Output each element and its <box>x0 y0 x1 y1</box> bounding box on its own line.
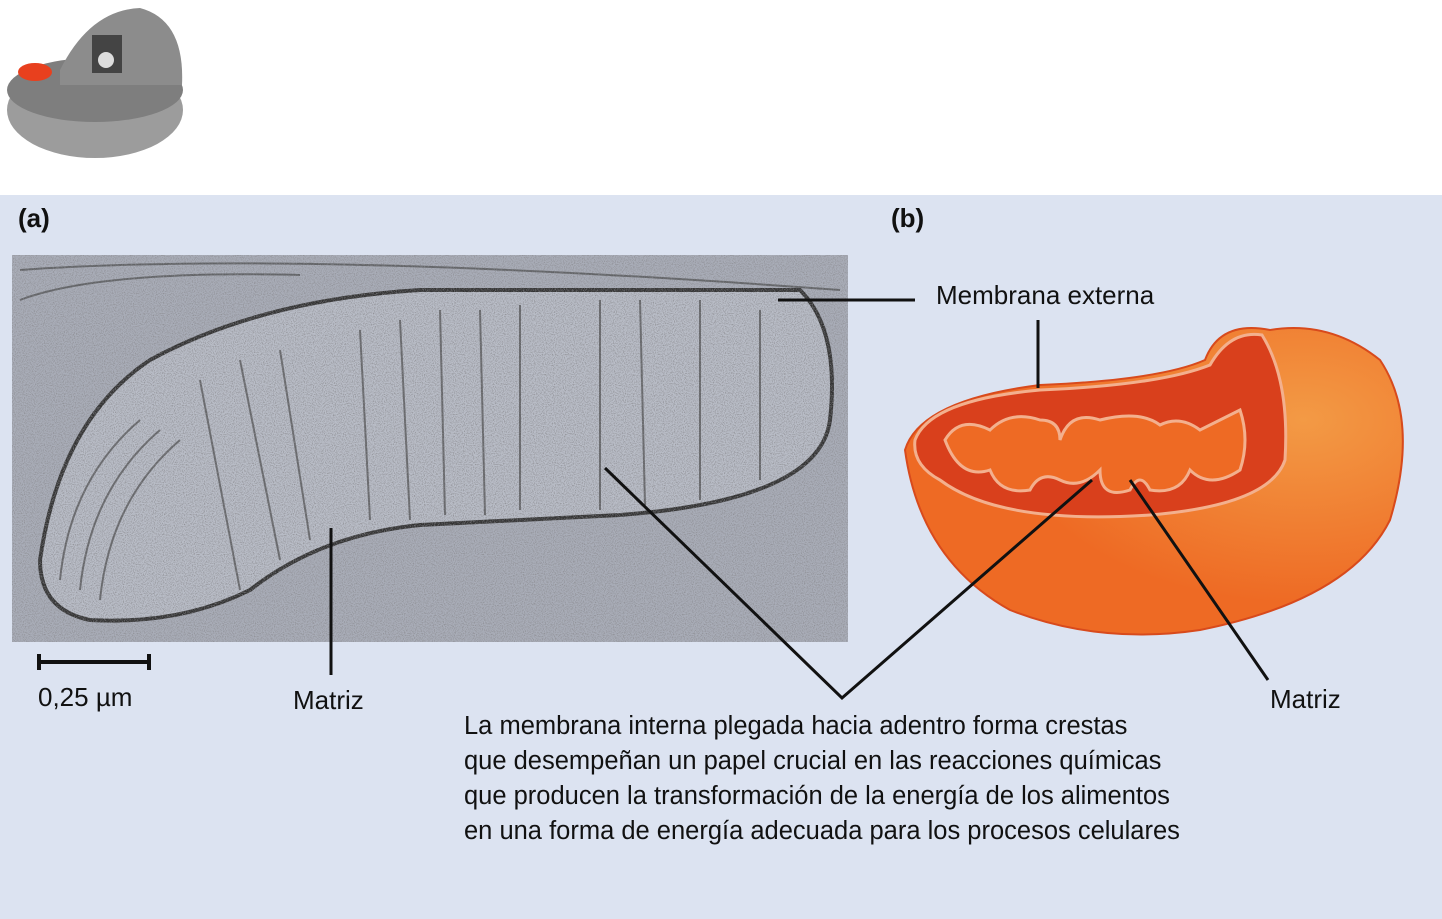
caption-line: La membrana interna plegada hacia adentr… <box>464 712 1128 740</box>
outer-membrane-label: Membrana externa <box>936 280 1155 310</box>
caption-line: que desempeñan un papel crucial en las r… <box>464 747 1162 775</box>
scale-bar <box>37 654 151 670</box>
caption: La membrana interna plegada hacia adentr… <box>464 709 1180 849</box>
matrix-label-a: Matriz <box>293 685 364 715</box>
mitochondrion-highlight <box>18 63 52 81</box>
caption-line: que producen la transformación de la ene… <box>464 782 1170 810</box>
electron-micrograph <box>12 255 848 642</box>
mitochondrion-illustration <box>903 327 1404 636</box>
panel-label-b: (b) <box>891 203 925 233</box>
panel-label-a: (a) <box>18 203 50 233</box>
scale-label: 0,25 µm <box>38 682 133 712</box>
matrix-label-b: Matriz <box>1270 684 1341 714</box>
cell-thumbnail-icon <box>7 8 183 158</box>
leader-lines <box>329 298 1270 701</box>
caption-line: en una forma de energía adecuada para lo… <box>464 817 1180 845</box>
